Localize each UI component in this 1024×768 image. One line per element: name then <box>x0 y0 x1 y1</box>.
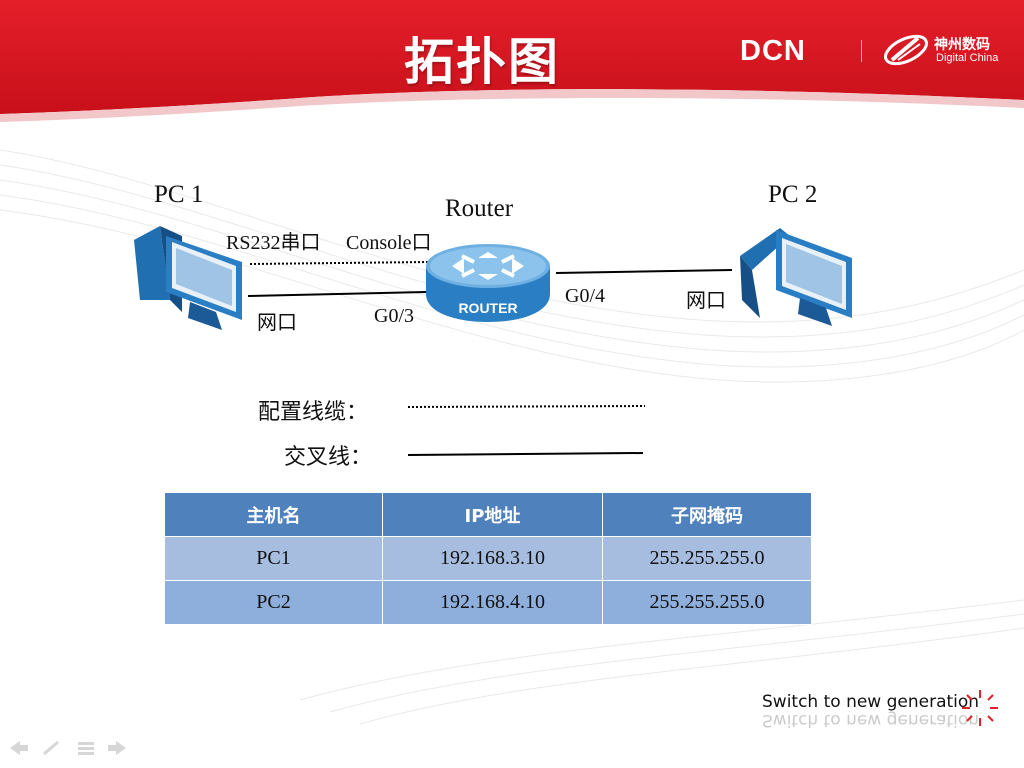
legend-crossover-cable-label: 交叉线： <box>284 445 373 470</box>
table-row: PC2 192.168.4.10 255.255.255.0 <box>164 580 812 625</box>
table-header-cell: 主机名 <box>164 492 383 537</box>
brand-divider <box>861 40 862 62</box>
pc1-label: PC 1 <box>154 181 204 208</box>
slideshow-nav <box>10 740 126 756</box>
console-cable-line <box>249 261 429 265</box>
arrow-right-icon[interactable] <box>108 741 126 755</box>
router-icon: ROUTER <box>426 244 550 322</box>
sparkle-icon <box>962 690 998 726</box>
table-cell: PC2 <box>164 580 383 625</box>
ip-address-table: 主机名 IP地址 子网掩码 PC1 192.168.3.10 255.255.2… <box>164 492 812 625</box>
table-row: PC1 192.168.3.10 255.255.255.0 <box>164 536 812 581</box>
digital-china-logo-icon <box>884 34 928 66</box>
pc2-net-port-label: 网口 <box>686 290 726 312</box>
slogan-text: Switch to new generation <box>762 692 980 712</box>
legend-crossover-cable-line <box>407 452 644 456</box>
pc1-net-port-label: 网口 <box>257 312 297 334</box>
router-g04-label: G0/4 <box>565 285 605 307</box>
brand-name-cn: 神州数码 <box>934 37 990 53</box>
table-cell: 255.255.255.0 <box>602 536 812 581</box>
crossover-cable-router-pc2 <box>555 269 733 274</box>
table-header-row: 主机名 IP地址 子网掩码 <box>164 492 812 537</box>
table-cell: 192.168.4.10 <box>382 580 603 625</box>
menu-icon[interactable] <box>78 742 94 755</box>
table-cell: 192.168.3.10 <box>382 536 603 581</box>
legend-config-cable-line <box>407 405 646 408</box>
router-label: Router <box>445 195 514 222</box>
brand-name-en: Digital China <box>936 52 999 64</box>
table-cell: 255.255.255.0 <box>602 580 812 625</box>
header-band <box>0 0 1024 114</box>
pen-icon[interactable] <box>43 740 59 756</box>
pc1-serial-port-label: RS232串口 <box>226 232 321 254</box>
brand-logo-dcn: DCN <box>740 35 806 67</box>
router-g03-label: G0/3 <box>374 305 414 327</box>
pc2-computer-icon <box>740 228 852 326</box>
pc2-label: PC 2 <box>768 181 818 208</box>
pc1-computer-icon <box>134 226 242 330</box>
legend-config-cable-label: 配置线缆： <box>258 400 369 425</box>
crossover-cable-pc1-router <box>247 291 427 297</box>
table-cell: PC1 <box>164 536 383 581</box>
arrow-left-icon[interactable] <box>10 741 28 755</box>
slide-title: 拓扑图 <box>404 33 560 91</box>
router-console-port-label: Console口 <box>346 232 432 254</box>
table-header-cell: IP地址 <box>382 492 603 537</box>
header-band-shadow <box>0 89 1024 122</box>
table-header-cell: 子网掩码 <box>602 492 812 537</box>
router-badge-label: ROUTER <box>458 300 517 316</box>
slogan-reflection: Switch to new generation <box>762 710 980 730</box>
